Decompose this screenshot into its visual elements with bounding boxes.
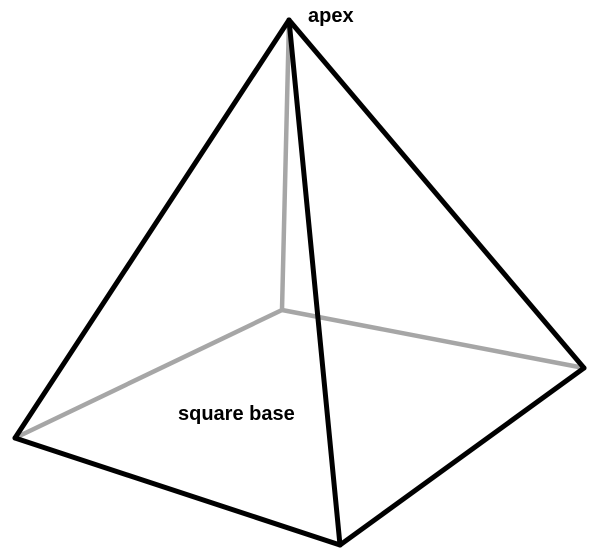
edge-apex-to-front-vertex — [286, 17, 343, 548]
hidden-edge-back-to-left-vertex — [12, 307, 285, 441]
edge-left-to-front-vertex — [12, 435, 343, 548]
hidden-edge-back-to-right-vertex — [279, 307, 587, 371]
edge-apex-to-left-vertex — [12, 17, 292, 441]
base-label: square base — [178, 403, 295, 425]
apex-label: apex — [308, 5, 354, 27]
visible-edges — [12, 17, 587, 548]
hidden-edge-apex-to-back-vertex — [279, 17, 292, 313]
hidden-edges — [12, 17, 587, 441]
edge-front-to-right-vertex — [337, 365, 587, 548]
edge-apex-to-right-vertex — [286, 17, 587, 371]
